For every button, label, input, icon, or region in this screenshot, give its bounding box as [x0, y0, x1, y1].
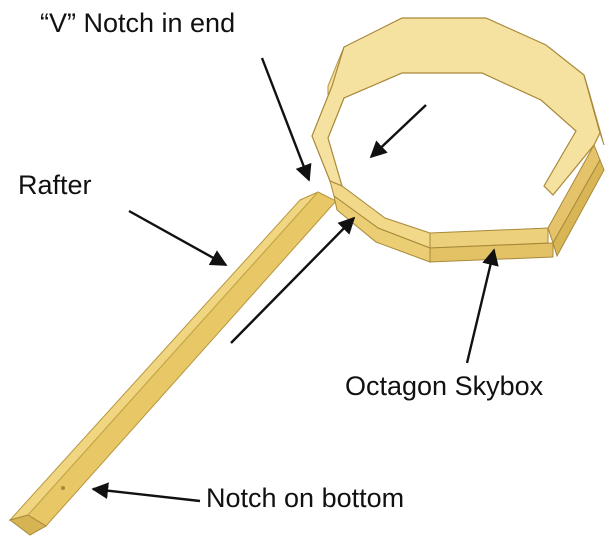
- octagon-skybox: [311, 17, 605, 263]
- v-notch-label: “V” Notch in end: [40, 8, 236, 38]
- rafter-beam: [8, 191, 337, 536]
- arrow-notch-bottom: [91, 482, 201, 503]
- arrow-v-notch: [260, 57, 312, 182]
- arrow-octagon-skybox: [465, 248, 499, 364]
- arrow-skybox-inner: [369, 104, 427, 159]
- arrow-rafter-to-skybox: [230, 216, 356, 344]
- octagon-skybox-label: Octagon Skybox: [345, 371, 544, 401]
- rafter-label: Rafter: [18, 170, 92, 200]
- bottom-notch-mark: [61, 486, 65, 490]
- notch-bottom-label: Notch on bottom: [206, 483, 405, 513]
- arrow-rafter: [128, 209, 228, 267]
